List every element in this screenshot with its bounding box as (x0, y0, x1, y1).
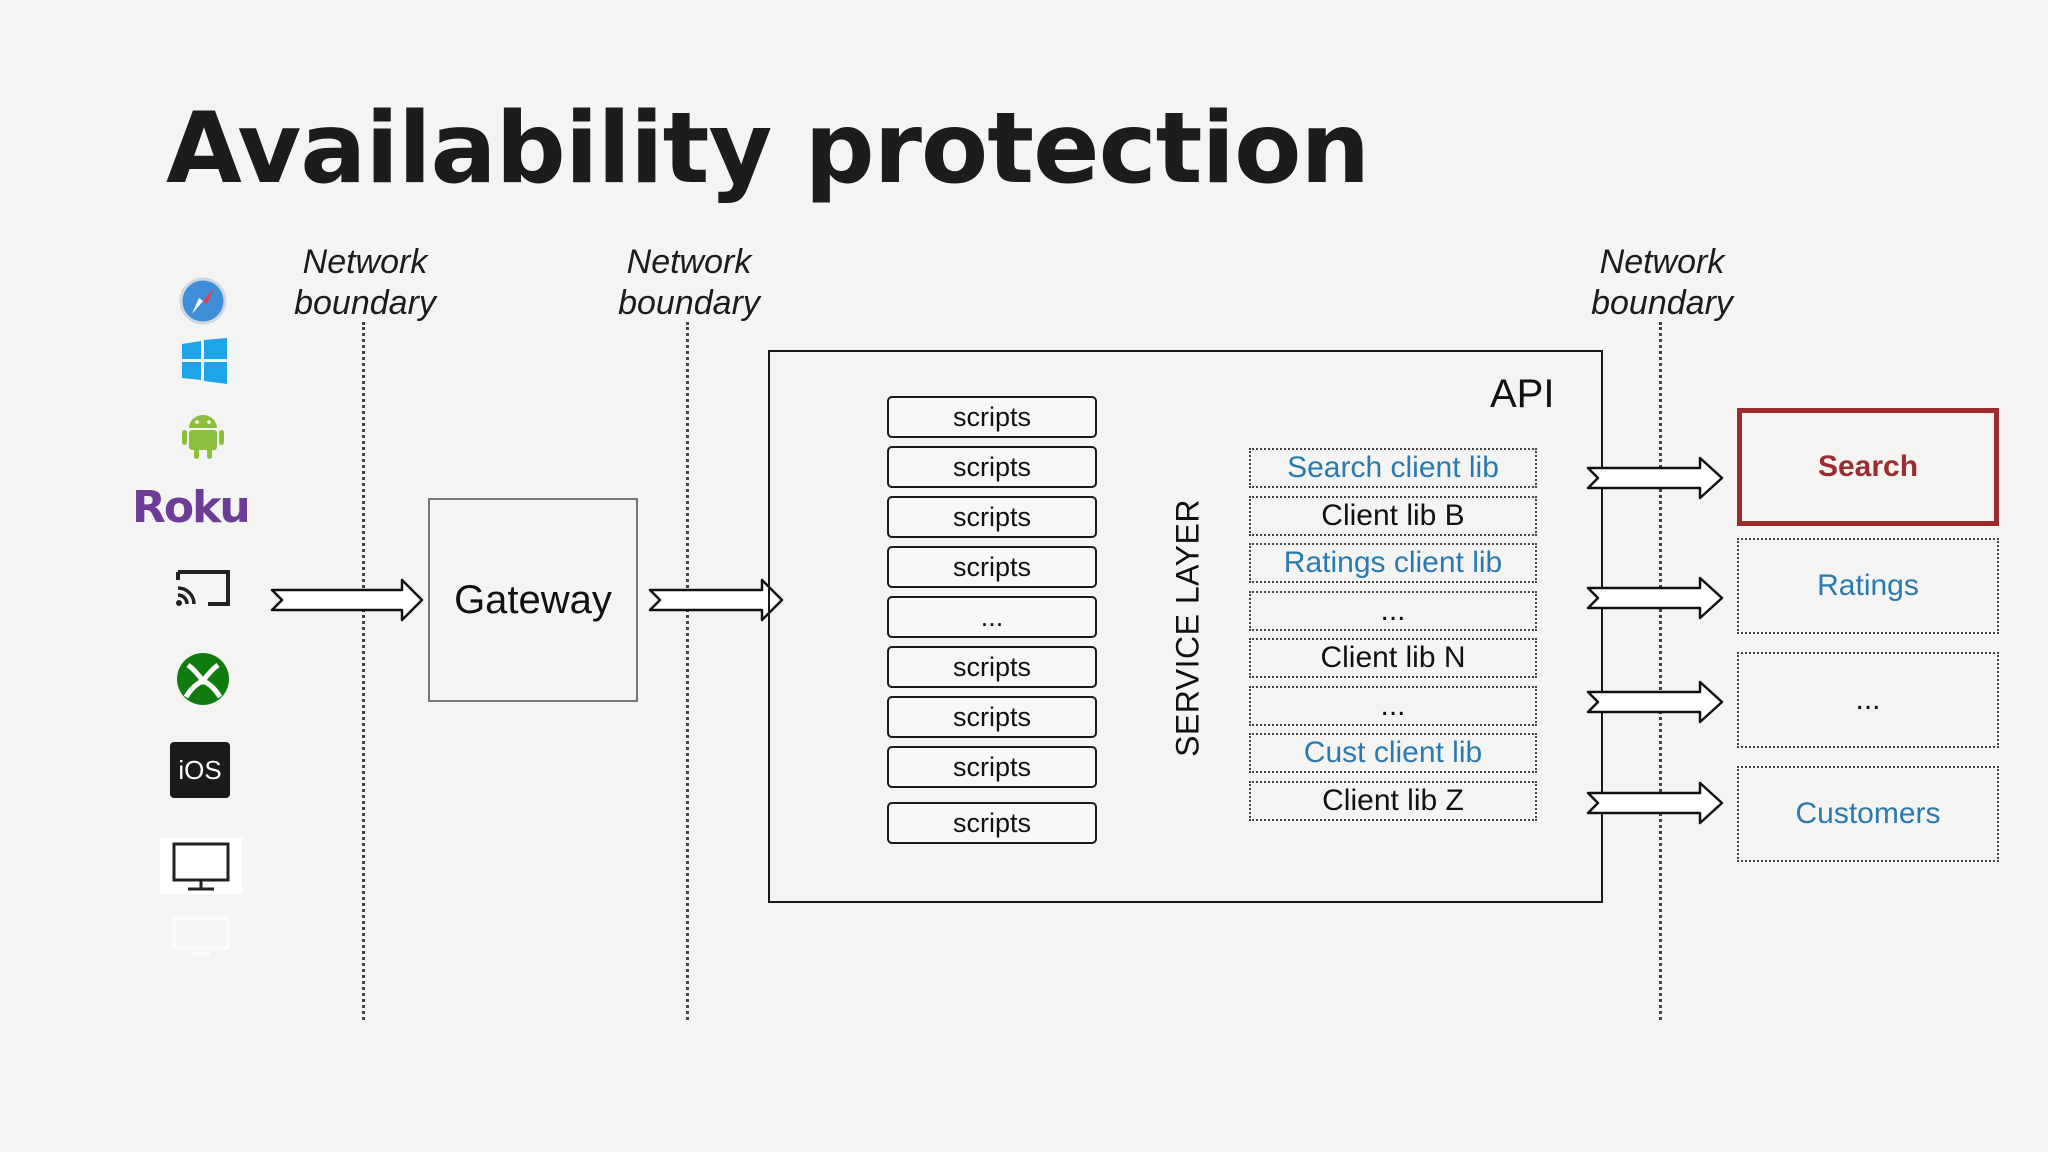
client-lib-n: Client lib N (1249, 638, 1537, 678)
service-layer-text: SERVICE LAYER (1169, 498, 1206, 757)
script-box: scripts (887, 396, 1097, 438)
network-boundary-line-3 (1659, 322, 1662, 1020)
tv-icon (168, 914, 234, 965)
service-search: Search (1737, 408, 1999, 526)
network-boundary-label-1-line2: boundary (294, 284, 436, 322)
network-boundary-line-1 (362, 322, 365, 1020)
service-search-label: Search (1817, 450, 1919, 483)
script-box: scripts (887, 746, 1097, 788)
slide-title: Availability protection (166, 92, 1370, 206)
cast-icon (170, 566, 236, 617)
arrow-clients-to-gateway (270, 578, 426, 622)
network-boundary-label-3-line2: boundary (1591, 284, 1733, 322)
arrow-to-customers (1586, 781, 1726, 825)
network-boundary-label-2-line1: Network (626, 243, 752, 281)
script-box: scripts (887, 802, 1097, 844)
script-box: scripts (887, 496, 1097, 538)
monitor-icon (160, 838, 242, 894)
client-lib-b: Client lib B (1249, 496, 1537, 536)
roku-logo: Roku (132, 482, 251, 533)
network-boundary-label-2-line2: boundary (618, 284, 760, 322)
api-box (768, 350, 1603, 903)
service-ratings-label: Ratings (1817, 569, 1919, 602)
client-lib-z: Client lib Z (1249, 781, 1537, 821)
network-boundary-label-2: Network boundary (569, 242, 809, 324)
network-boundary-label-1-line1: Network (302, 243, 428, 281)
script-box-ellipsis: ... (887, 596, 1097, 638)
script-box: scripts (887, 546, 1097, 588)
arrow-gateway-to-api (648, 578, 786, 622)
script-box: scripts (887, 446, 1097, 488)
network-boundary-line-2 (686, 322, 689, 1020)
safari-icon (170, 276, 236, 331)
xbox-icon (170, 651, 236, 712)
service-ratings: Ratings (1737, 538, 1999, 634)
script-box: scripts (887, 696, 1097, 738)
android-icon (170, 408, 236, 465)
service-customers: Customers (1737, 766, 1999, 862)
service-ellipsis: ... (1737, 652, 1999, 748)
arrow-to-search (1586, 456, 1726, 500)
service-customers-label: Customers (1795, 797, 1941, 830)
gateway-box: Gateway (428, 498, 638, 702)
script-box: scripts (887, 646, 1097, 688)
ios-icon: iOS (170, 742, 230, 798)
windows-icon (170, 338, 236, 389)
api-label: API (1490, 372, 1555, 416)
arrow-to-ellipsis (1586, 680, 1726, 724)
network-boundary-label-3-line1: Network (1599, 243, 1725, 281)
gateway-label: Gateway (454, 577, 612, 622)
network-boundary-label-3: Network boundary (1542, 242, 1782, 324)
client-lib-cust: Cust client lib (1249, 733, 1537, 773)
network-boundary-label-1: Network boundary (245, 242, 485, 324)
service-ellipsis-label: ... (1855, 683, 1881, 716)
client-lib-ellipsis: ... (1249, 591, 1537, 631)
service-layer-label: SERVICE LAYER (1168, 499, 1208, 757)
client-lib-ellipsis: ... (1249, 686, 1537, 726)
client-lib-ratings: Ratings client lib (1249, 543, 1537, 583)
arrow-to-ratings (1586, 576, 1726, 620)
client-lib-search: Search client lib (1249, 448, 1537, 488)
